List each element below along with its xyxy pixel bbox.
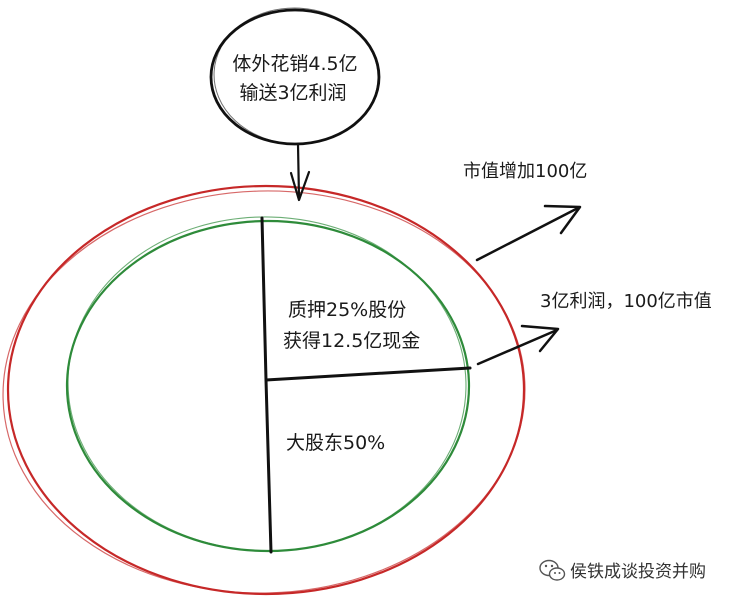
outer-circle [2,184,526,596]
wechat-icon [539,559,566,581]
label-major-shareholder: 大股东50% [286,432,385,454]
label-pledge-line2: 获得12.5亿现金 [283,330,420,352]
inner-circle [65,216,471,553]
label-pledge-line1: 质押25%股份 [288,299,406,321]
arrow-profit [476,324,560,366]
top-bubble [209,7,381,146]
label-profit-market-cap: 3亿利润，100亿市值 [540,291,712,312]
watermark: 侯铁成谈投资并购 [539,559,706,582]
arrow-market-cap [475,204,582,262]
label-market-cap-increase: 市值增加100亿 [463,161,587,182]
watermark-text: 侯铁成谈投资并购 [570,562,706,582]
top-bubble-line2: 输送3亿利润 [239,82,346,104]
division-lines [260,216,472,554]
down-arrow [289,142,311,202]
top-bubble-line1: 体外花销4.5亿 [232,53,357,75]
